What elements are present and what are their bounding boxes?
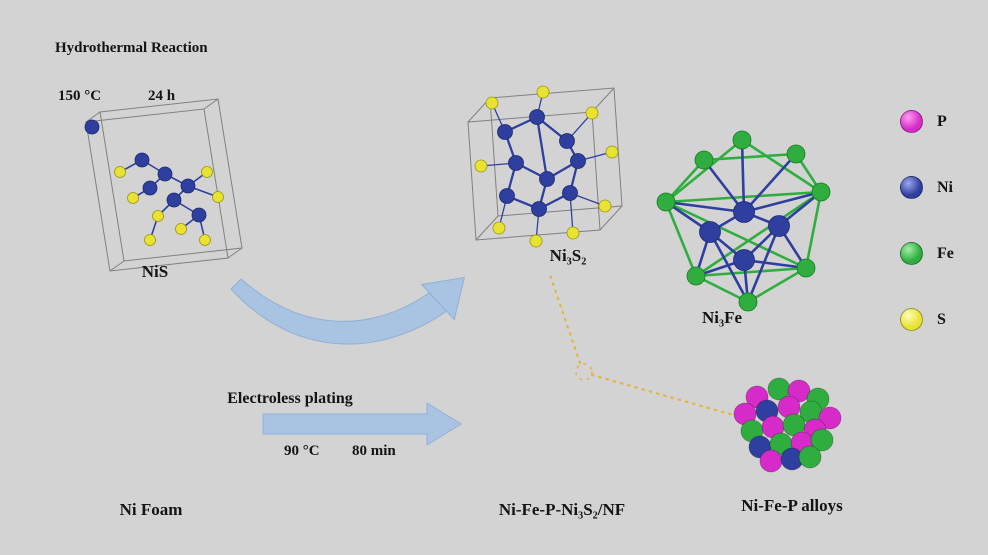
plating-time-label: 80 min [352,443,396,459]
product-ball [475,318,649,498]
ni3fe-label: Ni₃Fe [701,308,743,327]
fe-atom-icon [900,242,923,265]
ni-foam-label: Ni Foam [119,500,183,519]
dashed-callout-lines [547,270,746,420]
legend-item-ni: Ni [900,176,953,199]
nifep-alloy-cluster [733,377,842,473]
nis-structure [84,98,243,272]
ni3fe-structure [656,130,831,312]
s-atom-icon [900,308,923,331]
p-atom-icon [900,110,923,133]
electroless-plating-label: Electroless plating [227,390,353,407]
ni-atom-icon [900,176,923,199]
nis-label: NiS [141,262,169,281]
hydro-temp-label: 150 °C [58,88,102,104]
legend-label-p: P [937,112,947,130]
legend-label-s: S [937,310,946,328]
ni3s2-label: Ni₃S₂ [549,246,587,265]
hydrothermal-reaction-label: Hydrothermal Reaction [55,40,208,56]
legend-item-fe: Fe [900,242,954,265]
product-label: Ni-Fe-P-Ni₃S₂/NF [498,500,626,519]
ni3s2-structure [467,85,623,248]
legend-item-s: S [900,308,946,331]
electroless-plating-arrow [262,402,462,446]
legend-label-fe: Fe [937,244,954,262]
legend-item-p: P [900,110,947,133]
ni-foam-ball [65,315,239,495]
alloys-label: Ni-Fe-P alloys [741,496,843,515]
plating-temp-label: 90 °C [284,443,320,459]
hydro-time-label: 24 h [148,88,176,104]
legend-label-ni: Ni [937,178,953,196]
hydrothermal-curved-arrow [230,276,465,345]
